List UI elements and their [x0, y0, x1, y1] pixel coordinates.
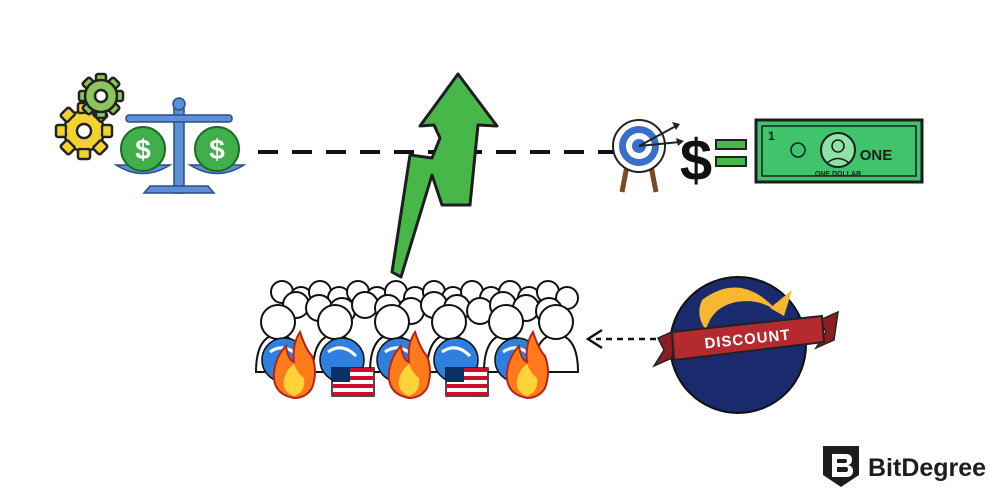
dollar-coin-icon-right: $ [194, 126, 240, 172]
crowd-person [532, 304, 580, 373]
bill-corner-digit: 1 [768, 129, 775, 143]
crowd-icon [254, 280, 580, 400]
dollar-sign-icon: $ [680, 128, 712, 193]
discount-ribbon: DISCOUNT [652, 310, 839, 368]
fire-icon [494, 329, 549, 400]
us-flag-icon [319, 337, 375, 397]
gear-icon-small [77, 72, 125, 120]
bill-caption: ONE DOLLAR [815, 171, 861, 178]
dollar-coin-icon-left: $ [120, 126, 166, 172]
bitdegree-logo[interactable]: BitDegree [823, 446, 986, 487]
coin-symbol-right: $ [209, 134, 225, 165]
bitdegree-brand-name: BitDegree [868, 454, 986, 482]
dollar-bill-icon: 1 ONE ONE DOLLAR [754, 118, 924, 184]
fire-icon [261, 329, 316, 400]
zigzag-up-arrow-icon [390, 72, 499, 279]
crowd-person-back [351, 291, 379, 319]
bill-amount-word: ONE [860, 147, 893, 164]
dashed-arrow-to-crowd [585, 328, 656, 350]
equals-icon [715, 139, 747, 167]
coin-symbol-left: $ [135, 134, 151, 165]
archery-target-icon [612, 119, 684, 193]
us-flag-icon [433, 337, 489, 397]
fire-icon [376, 329, 431, 400]
